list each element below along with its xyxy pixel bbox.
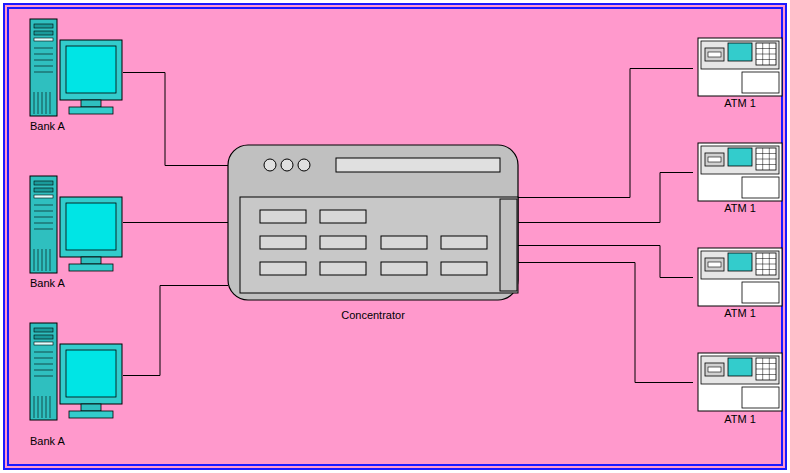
node-label: ATM 1 [693,307,787,320]
connector-line [518,246,693,278]
node-label: Concentrator [228,309,518,322]
computer-icon [30,176,122,273]
bank-computer: Bank A [28,322,123,448]
bank-computer: Bank A [28,18,123,133]
computer-icon [30,19,122,116]
node-label: ATM 1 [693,202,787,215]
atm-node: ATM 1 [693,142,787,215]
connector-line [123,73,228,166]
node-label: Bank A [30,120,65,133]
connector-line [123,286,228,376]
atm-icon [698,248,782,306]
node-label: ATM 1 [693,97,787,110]
concentrator-node: Concentrator [228,145,518,322]
node-label: ATM 1 [693,413,787,426]
atm-node: ATM 1 [693,352,787,426]
node-label: Bank A [30,435,65,448]
connector-line [123,222,228,223]
connector-line [518,173,693,223]
atm-node: ATM 1 [693,247,787,320]
concentrator-device [228,145,518,300]
atm-icon [698,143,782,201]
node-label: Bank A [30,277,65,290]
connector-line [518,69,693,198]
atm-icon [698,353,782,411]
connector-line [518,263,693,383]
computer-icon [30,323,122,420]
bank-computer: Bank A [28,175,123,290]
atm-icon [698,38,782,96]
atm-node: ATM 1 [693,37,787,110]
